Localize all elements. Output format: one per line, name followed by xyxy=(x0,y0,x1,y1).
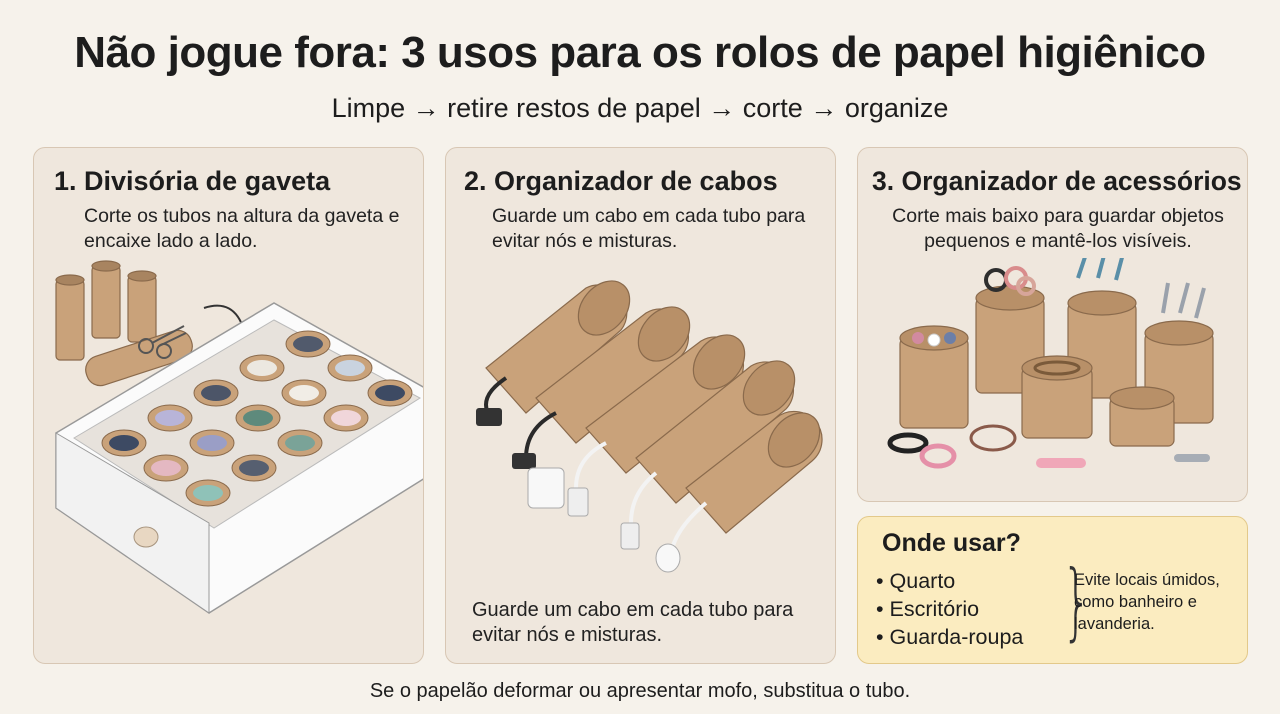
footer-note: Se o papelão deformar ou apresentar mofo… xyxy=(369,680,911,702)
where-list: Quarto Escritório Guarda-roupa xyxy=(876,567,1024,651)
list-item: Guarda-roupa xyxy=(876,623,1024,651)
drawer-illustration xyxy=(55,260,423,614)
page-subtitle: Limpe → retire restos de papel → corte →… xyxy=(331,93,949,123)
card-where-to-use: Onde usar? Quarto Escritório Guarda-roup… xyxy=(857,516,1248,664)
card-text: Corte os tubos na altura da gaveta e enc… xyxy=(84,205,400,252)
list-item: Escritório xyxy=(876,595,1023,623)
card-heading: 3. Organizador de acessórios xyxy=(872,166,1242,196)
list-item: Quarto xyxy=(876,567,1023,595)
accessories-illustration xyxy=(887,258,1214,469)
card-cable-organizer: 2. Organizador de cabos Guarde um cabo e… xyxy=(445,147,836,664)
card-drawer-divider: 1. Divisória de gaveta Corte os tubos na… xyxy=(33,147,424,664)
card-text: Guarde um cabo em cada tubo para evitar … xyxy=(492,205,806,252)
card-text: Corte mais baixo para guardar objetos pe… xyxy=(892,205,1224,252)
card-heading: 1. Divisória de gaveta xyxy=(54,166,331,196)
where-note: Evite locais úmidos, como banheiro e lav… xyxy=(1074,571,1220,633)
brace-icon: } xyxy=(1062,552,1092,650)
card-heading: 2. Organizador de cabos xyxy=(464,166,778,196)
card-accessory-organizer: 3. Organizador de acessórios Corte mais … xyxy=(857,147,1248,502)
page-title: Não jogue fora: 3 usos para os rolos de … xyxy=(74,28,1206,77)
card-bottom-text: Guarde um cabo em cada tubo para evitar … xyxy=(472,599,794,646)
where-heading: Onde usar? xyxy=(882,529,1021,557)
cables-illustration xyxy=(476,280,823,573)
